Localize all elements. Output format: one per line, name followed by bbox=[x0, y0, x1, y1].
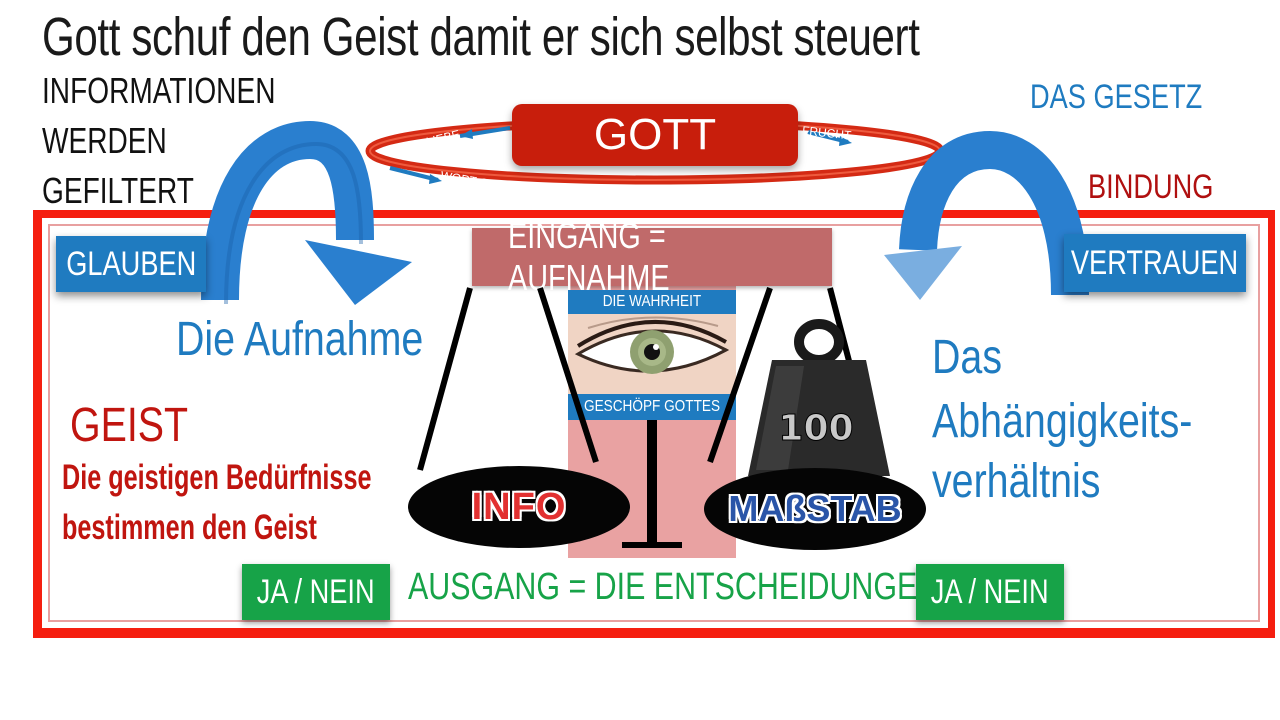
law-label: DAS GESETZ bbox=[1030, 78, 1203, 116]
measure-label: MAßSTAB bbox=[728, 488, 902, 529]
info-line-3: GEFILTERT bbox=[42, 170, 194, 211]
needs-line-2: bestimmen den Geist bbox=[62, 508, 317, 547]
inner-border bbox=[48, 224, 1260, 622]
spirit-label: GEIST bbox=[70, 399, 189, 452]
yes-no-left-box: JA / NEIN bbox=[242, 564, 390, 620]
reception-label: Die Aufnahme bbox=[176, 313, 424, 366]
yes-no-left-label: JA / NEIN bbox=[257, 572, 375, 611]
god-box: GOTT bbox=[512, 104, 798, 166]
dependency-line-3: verhältnis bbox=[932, 455, 1101, 508]
truth-label: DIE WAHRHEIT bbox=[602, 293, 702, 310]
fruit-arrow bbox=[807, 130, 852, 146]
weight-icon bbox=[748, 319, 890, 476]
word-arrow bbox=[389, 166, 442, 184]
yes-no-right-box: JA / NEIN bbox=[916, 564, 1064, 620]
output-label: AUSGANG = DIE ENTSCHEIDUNGEN bbox=[408, 566, 940, 608]
weight-number: 100 bbox=[778, 408, 854, 450]
dependency-line-1: Das bbox=[932, 331, 1002, 384]
trust-label: VERTRAUEN bbox=[1071, 243, 1239, 282]
input-box: EINGANG = AUFNAHME bbox=[472, 215, 832, 298]
faith-label: GLAUBEN bbox=[66, 244, 196, 283]
info-oval: INFO bbox=[408, 466, 630, 548]
love-arrow bbox=[459, 126, 511, 139]
creature-label: GESCHÖPF GOTTES bbox=[583, 398, 720, 415]
dependency-line-2: Abhängigkeits- bbox=[932, 395, 1193, 448]
right-curved-arrow bbox=[884, 130, 1089, 300]
trust-box: VERTRAUEN bbox=[1064, 234, 1246, 292]
yes-no-right-label: JA / NEIN bbox=[931, 572, 1049, 611]
left-curved-arrow bbox=[201, 120, 412, 305]
truth-bar: DIE WAHRHEIT bbox=[568, 290, 736, 314]
weight-number-text: 100 bbox=[778, 408, 853, 449]
creature-bar: GESCHÖPF GOTTES bbox=[568, 394, 736, 420]
eye-image bbox=[568, 314, 736, 394]
info-line-2: WERDEN bbox=[42, 120, 167, 161]
info-line-1: INFORMATIONEN bbox=[42, 70, 276, 111]
page-title: Gott schuf den Geist damit er sich selbs… bbox=[42, 7, 920, 67]
bond-label: BINDUNG bbox=[1088, 168, 1214, 206]
info-label: INFO bbox=[471, 485, 567, 528]
measure-oval: MAßSTAB bbox=[704, 468, 926, 550]
needs-line-1: Die geistigen Bedürfnisse bbox=[62, 458, 372, 497]
faith-box: GLAUBEN bbox=[56, 236, 206, 292]
